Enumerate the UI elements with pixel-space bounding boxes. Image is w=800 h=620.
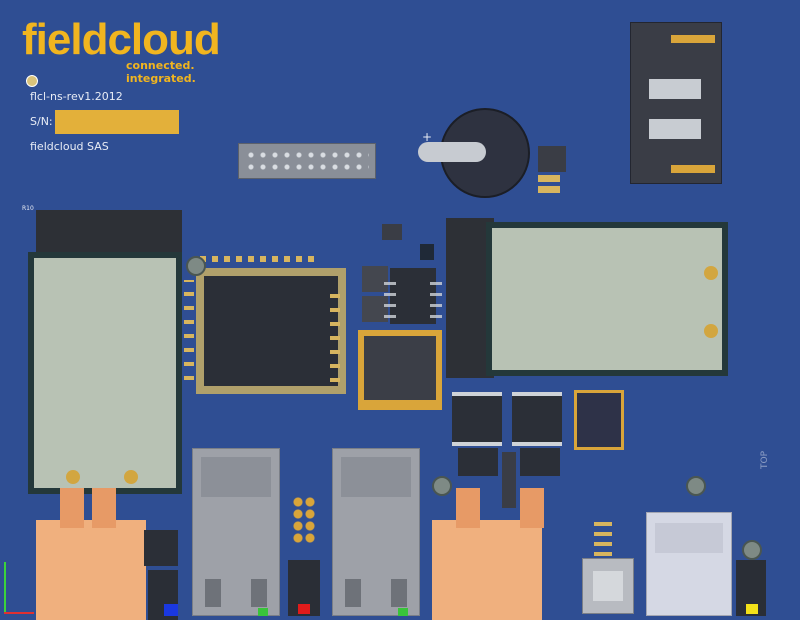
fieldcloud-logo: fieldcloud connected. integrated. (22, 15, 252, 86)
led-green (398, 608, 408, 616)
resistor-array (594, 520, 612, 556)
smd-component (538, 175, 560, 182)
wireless-module-right (486, 222, 728, 376)
led-pad-cluster (292, 496, 316, 544)
antenna-connector-icon (704, 324, 718, 338)
terminal-block-right (432, 520, 542, 620)
company-label: fieldcloud SAS (30, 140, 109, 153)
soic-ic (384, 268, 442, 324)
wireless-module-left (28, 252, 182, 494)
qfp-chip (358, 330, 442, 410)
small-ic (538, 146, 566, 172)
axis-indicator (0, 556, 36, 620)
soic-ic (144, 530, 178, 566)
antenna-connector-icon (124, 470, 138, 484)
small-ic (420, 244, 434, 260)
regulator-chip (362, 266, 388, 292)
mini-usb-connector (582, 558, 634, 614)
terminal-tab (92, 488, 116, 528)
jumper-header (502, 452, 516, 508)
soic-ic (458, 448, 498, 476)
led-green (258, 608, 268, 616)
mounting-hole (186, 256, 206, 276)
antenna-connector-icon (704, 266, 718, 280)
mounting-hole (432, 476, 452, 496)
qfn-chip (574, 390, 624, 450)
ethernet-jack-1 (192, 448, 280, 616)
led-blue (164, 604, 178, 616)
soic-ic (520, 448, 560, 476)
smd-component (200, 256, 320, 262)
resistor-array (330, 286, 340, 382)
mounting-hole (686, 476, 706, 496)
main-processor (196, 268, 346, 394)
smd-component (538, 186, 560, 193)
antenna-connector-icon (66, 470, 80, 484)
logo-tagline: connected. integrated. (126, 59, 196, 85)
serial-label: S/N: (30, 115, 53, 128)
ethernet-jack-2 (332, 448, 420, 616)
usb-a-connector (646, 512, 732, 616)
mini-pcie-slot-left (36, 210, 182, 256)
led-yellow (746, 604, 758, 614)
terminal-tab (520, 488, 544, 528)
terminal-tab (456, 488, 480, 528)
sim-card-holder (630, 22, 722, 184)
pin-header-connector (238, 143, 376, 179)
small-ic (382, 224, 402, 240)
regulator-chip (362, 296, 388, 322)
top-label: TOP (760, 450, 771, 470)
r10-label: R10 (22, 205, 34, 212)
fiducial-marker (26, 75, 38, 87)
soic-ic (452, 392, 502, 446)
resistor-array (184, 280, 194, 380)
battery-plus-mark: + (422, 130, 433, 144)
terminal-tab (60, 488, 84, 528)
revision-label: flcl-ns-rev1.2012 (30, 90, 123, 103)
soic-ic (512, 392, 562, 446)
terminal-block-left (36, 520, 146, 620)
led-red (298, 604, 310, 614)
coin-cell-battery (418, 108, 530, 198)
mounting-hole (742, 540, 762, 560)
logo-text: fieldcloud (22, 15, 221, 64)
serial-number-plate (55, 110, 179, 134)
